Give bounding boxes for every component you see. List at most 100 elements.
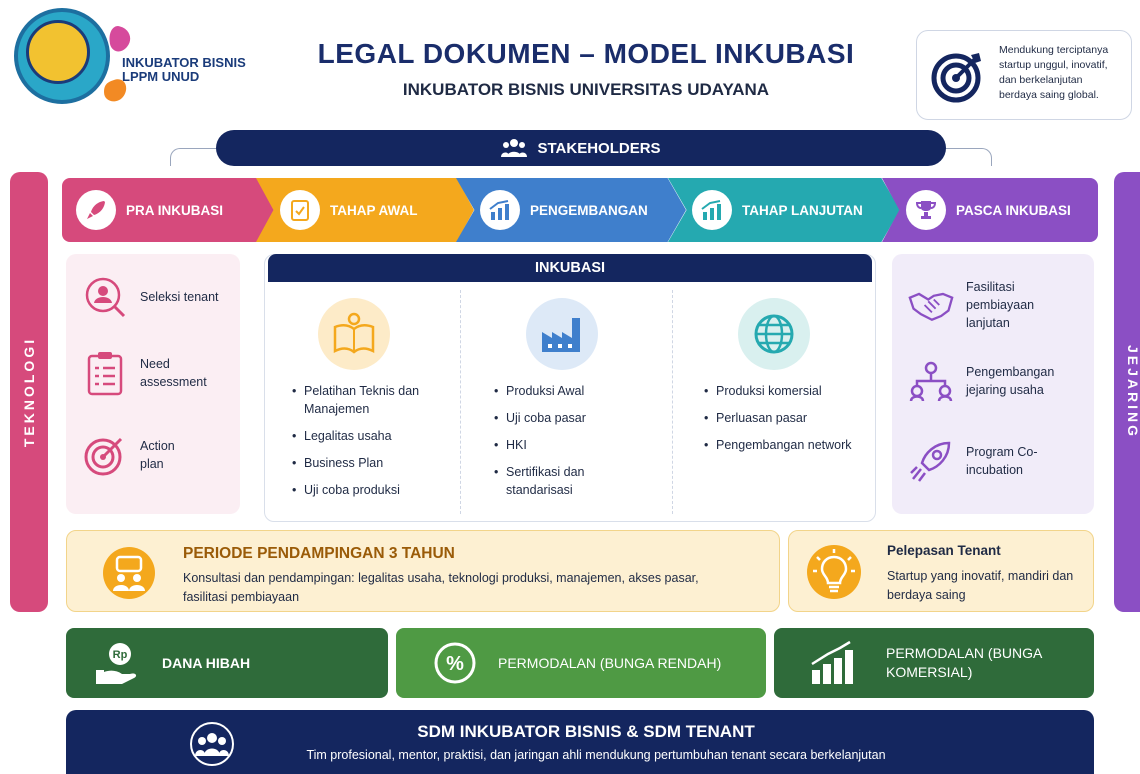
target-icon [931, 53, 981, 103]
list-item-label: Fasilitasi pembiayaan lanjutan [966, 280, 1035, 330]
column-divider [460, 290, 461, 514]
list-item: Pengembangan jejaring usaha [908, 358, 1094, 404]
checklist-icon [82, 350, 128, 396]
trophy-icon [906, 190, 946, 230]
growth-chart-icon [692, 190, 732, 230]
sdm-title: SDM INKUBATOR BISNIS & SDM TENANT [417, 722, 755, 741]
mentoring-icon [103, 547, 155, 599]
list-item: Produksi komersial [704, 382, 864, 400]
growth-chart-icon [480, 190, 520, 230]
page-title: LEGAL DOKUMEN – MODEL INKUBASI [317, 38, 855, 69]
list-item: Seleksi tenant [82, 274, 219, 320]
inkubasi-list-lanjutan: Produksi komersial Perluasan pasar Penge… [704, 382, 864, 463]
fund-label: DANA HIBAH [162, 655, 251, 671]
logo-text: INKUBATOR BISNIS LPPM UNUD [122, 56, 246, 84]
sdm-banner: SDM INKUBATOR BISNIS & SDM TENANT Tim pr… [66, 710, 1094, 774]
fund-label: PERMODALAN (BUNGA RENDAH) [498, 655, 722, 671]
logo-drop-icon [104, 26, 131, 102]
goal-line: berdaya saing global. [999, 89, 1099, 101]
phase-tahap-lanjutan: TAHAP LANJUTAN [668, 178, 900, 242]
release-desc: Startup yang inovatif, mandiri dan berda… [887, 569, 1074, 602]
percent-badge: % [446, 653, 464, 675]
list-item: Sertifikasi dan standarisasi [494, 463, 654, 499]
logo-text-line: LPPM UNUD [122, 69, 200, 84]
pra-inkubasi-panel: Seleksi tenant Need assessment Action pl… [66, 254, 240, 514]
pasca-inkubasi-panel: Fasilitasi pembiayaan lanjutan Pengemban… [892, 254, 1094, 514]
release-title: Pelepasan Tenant [887, 543, 1001, 558]
network-icon [908, 358, 954, 404]
list-item: Business Plan [292, 454, 452, 472]
list-item: Program Co-incubation [908, 438, 1088, 484]
factory-icon [526, 298, 598, 370]
logo-text-line: INKUBATOR BISNIS [122, 55, 246, 70]
list-item: Action plan [82, 432, 232, 478]
inkubasi-list-awal: Pelatihan Teknis dan Manajemen Legalitas… [292, 382, 452, 508]
list-item-label: Seleksi tenant [140, 290, 219, 304]
phase-pra-inkubasi: PRA INKUBASI [62, 178, 274, 242]
logo-emblem-inner [26, 20, 90, 84]
phase-pengembangan: PENGEMBANGAN [456, 178, 686, 242]
periode-title: PERIODE PENDAMPINGAN 3 TAHUN [183, 545, 455, 562]
stakeholders-label: STAKEHOLDERS [537, 139, 661, 157]
list-item: HKI [494, 436, 654, 454]
currency-badge: Rp [113, 649, 128, 661]
stakeholders-bar: STAKEHOLDERS [216, 130, 946, 166]
phase-label: PENGEMBANGAN [530, 202, 648, 218]
phase-tahap-awal: TAHAP AWAL [256, 178, 474, 242]
list-item: Uji coba pasar [494, 409, 654, 427]
rocket-icon [76, 190, 116, 230]
list-item-label: Pengembangan jejaring usaha [966, 365, 1055, 397]
globe-icon [738, 298, 810, 370]
list-item: Perluasan pasar [704, 409, 864, 427]
money-hand-icon: Rp [96, 643, 137, 684]
dana-hibah-box: Rp DANA HIBAH [66, 628, 388, 698]
side-label: TEKNOLOGI [21, 336, 38, 448]
periode-pendampingan-box: PERIODE PENDAMPINGAN 3 TAHUN Konsultasi … [66, 530, 780, 612]
side-label: JEJARING [1125, 344, 1140, 440]
list-item: Legalitas usaha [292, 427, 452, 445]
user-search-icon [82, 274, 128, 320]
list-item: Fasilitasi pembiayaan lanjutan [908, 278, 1088, 332]
people-group-icon [501, 139, 528, 157]
list-item: Pelatihan Teknis dan Manajemen [292, 382, 452, 418]
phase-label: TAHAP LANJUTAN [742, 202, 863, 218]
list-item-label: Program Co-incubation [966, 445, 1038, 477]
list-item: Produksi Awal [494, 382, 654, 400]
side-bar-teknologi: TEKNOLOGI [10, 172, 48, 612]
page-subtitle: INKUBATOR BISNIS UNIVERSITAS UDAYANA [402, 80, 770, 99]
lightbulb-icon [807, 545, 861, 599]
pelepasan-tenant-box: Pelepasan Tenant Startup yang inovatif, … [788, 530, 1094, 612]
target-icon [82, 432, 128, 478]
team-icon [190, 722, 234, 766]
inkubasi-list-pengembangan: Produksi Awal Uji coba pasar HKI Sertifi… [494, 382, 654, 508]
book-gear-icon [318, 298, 390, 370]
logo: INKUBATOR BISNIS LPPM UNUD [14, 8, 266, 120]
goal-line: dan berkelanjutan [999, 74, 1083, 86]
sdm-desc: Tim profesional, mentor, praktisi, dan j… [306, 748, 886, 762]
percent-icon: % [434, 642, 476, 684]
handshake-icon [908, 282, 954, 328]
goal-line: startup unggul, inovatif, [999, 59, 1108, 71]
growth-chart-icon [811, 640, 853, 684]
column-divider [672, 290, 673, 514]
permodalan-bunga-komersial-box: PERMODALAN (BUNGA KOMERSIAL) [774, 628, 1094, 698]
inkubasi-title: INKUBASI [268, 254, 872, 282]
phase-pasca-inkubasi: PASCA INKUBASI [882, 178, 1098, 242]
goal-box: Mendukung terciptanya startup unggul, in… [916, 30, 1132, 120]
permodalan-bunga-rendah-box: % PERMODALAN (BUNGA RENDAH) [396, 628, 766, 698]
phase-label: PRA INKUBASI [126, 202, 224, 218]
list-item-label: Need assessment [140, 357, 207, 389]
clipboard-check-icon [280, 190, 320, 230]
phase-label: TAHAP AWAL [330, 202, 418, 218]
list-item: Pengembangan network [704, 436, 864, 454]
periode-desc: Konsultasi dan pendampingan: legalitas u… [183, 571, 699, 604]
phase-label: PASCA INKUBASI [956, 202, 1071, 218]
rocket-icon [908, 438, 954, 484]
side-bar-jejaring: JEJARING [1114, 172, 1140, 612]
list-item-label: Action plan [140, 439, 175, 471]
list-item: Need assessment [82, 350, 232, 396]
goal-text: Mendukung terciptanya startup unggul, in… [999, 43, 1129, 103]
list-item: Uji coba produksi [292, 481, 452, 499]
goal-line: Mendukung terciptanya [999, 44, 1109, 56]
fund-label: PERMODALAN (BUNGA KOMERSIAL) [886, 645, 1042, 680]
